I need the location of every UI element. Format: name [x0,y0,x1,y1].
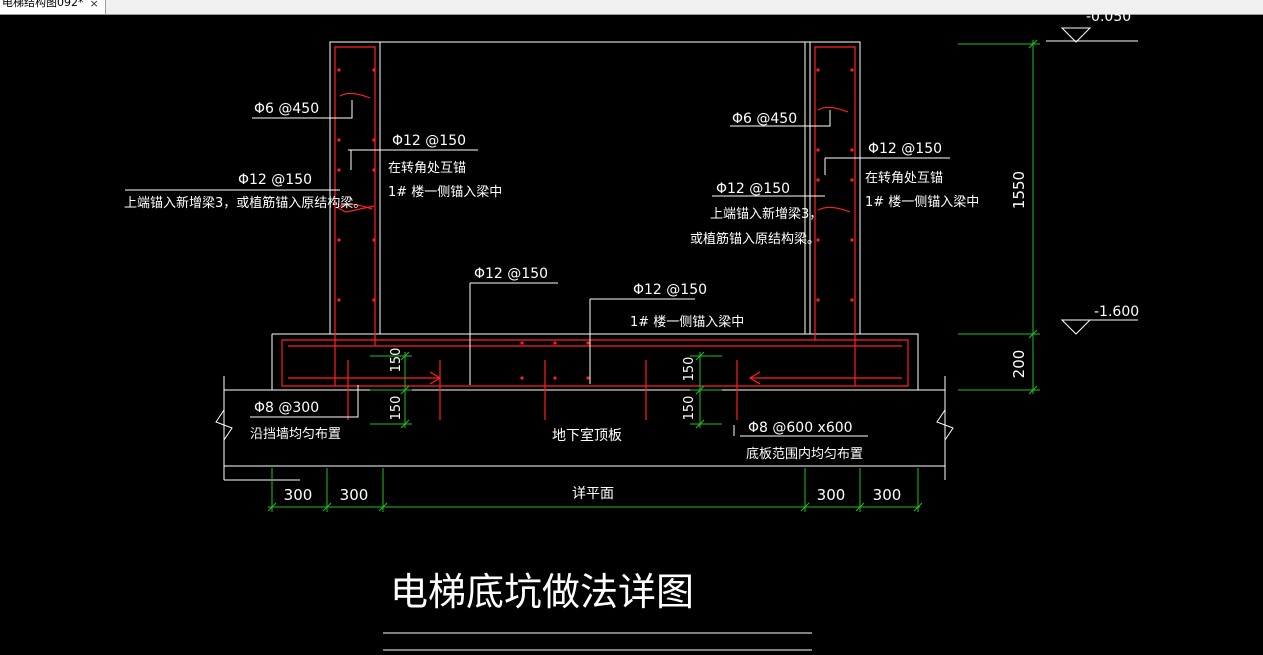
label-basement-roof: 地下室顶板 [552,427,622,444]
close-icon[interactable]: × [89,0,99,10]
label-left-phi12-top: Φ12 @150 [238,172,312,188]
drawing-canvas[interactable]: -0.050 -1.600 1550 200 150 150 150 150 3… [0,14,1263,655]
concrete-outline [215,41,954,481]
label-left-phi12-wall: Φ12 @150 [392,133,466,149]
label-left-corner-1: 在转角处互锚 [388,161,466,176]
label-right-phi12-top: Φ12 @150 [716,181,790,197]
dim-right-300-a: 300 [817,486,846,504]
dim-upper-150: 150 [389,348,404,373]
dim-right-300-b: 300 [873,486,902,504]
dim-right-lower-150: 150 [682,396,697,421]
label-left-top-1: 上端锚入新增梁3，或植筋锚入原结构梁。 [124,195,366,211]
label-left-corner-2: 1# 楼一侧锚入梁中 [388,185,502,200]
label-right-phi12-wall: Φ12 @150 [868,141,942,157]
drawing-title: 电梯底坑做法详图 [390,570,694,614]
dim-lower-150: 150 [389,396,404,421]
label-slab-phi12-a: Φ12 @150 [474,266,548,282]
dimension-lines [267,39,1040,512]
label-right-corner-2: 1# 楼一侧锚入梁中 [865,195,979,210]
label-phi8-300: Φ8 @300 [254,400,319,416]
label-left-phi6: Φ6 @450 [254,101,319,117]
dim-detail-plan: 详平面 [572,486,614,502]
elevation-markers [1046,27,1138,335]
label-right-top-2: 或植筋锚入原结构梁。 [690,231,820,247]
elevation-pit-bottom: -1.600 [1094,304,1139,320]
rebar [281,46,909,420]
title-underline [383,632,812,651]
label-slab-beam: 1# 楼一侧锚入梁中 [630,315,744,330]
leader-lines [125,100,950,437]
label-phi8-600: Φ8 @600 x600 [748,420,853,436]
document-tab[interactable]: 电梯结构图092* × [0,0,106,14]
document-tab-title: 电梯结构图092* [2,0,84,9]
document-tab-bar: 电梯结构图092* × [0,0,1263,15]
label-right-corner-1: 在转角处互锚 [865,171,943,186]
label-slab-phi12-b: Φ12 @150 [633,282,707,298]
label-phi8-300-note: 沿挡墙均匀布置 [250,427,341,442]
dim-slab-thickness: 200 [1010,350,1028,379]
dim-left-300-b: 300 [340,486,369,504]
dim-wall-height: 1550 [1010,171,1028,209]
label-phi8-600-note: 底板范围内均匀布置 [746,446,863,462]
rebar-dots [337,68,854,380]
elevation-top: -0.050 [1086,14,1131,25]
dim-left-300-a: 300 [284,486,313,504]
label-right-top-1: 上端锚入新增梁3， [710,206,822,222]
label-right-phi6: Φ6 @450 [732,111,797,127]
dim-right-upper-150: 150 [682,357,697,382]
